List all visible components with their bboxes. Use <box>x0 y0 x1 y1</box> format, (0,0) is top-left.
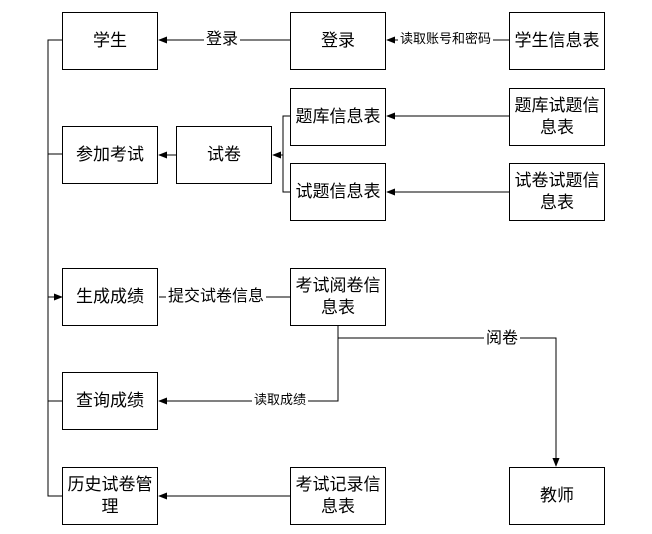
node-paper-question-info: 试卷试题信息表 <box>509 163 605 221</box>
node-login: 登录 <box>290 12 386 70</box>
edge-label-review: 阅卷 <box>484 328 521 347</box>
node-exam-review-info: 考试阅卷信息表 <box>290 268 386 326</box>
edge-label-read-account: 读取账号和密码 <box>398 31 494 49</box>
node-bank-question-info: 题库试题信息表 <box>509 88 605 146</box>
node-join-exam: 参加考试 <box>62 126 158 184</box>
bracket-to-paper <box>273 115 290 193</box>
node-exam-bank-info: 题库信息表 <box>290 88 386 146</box>
node-exam-record-info: 考试记录信息表 <box>290 467 386 525</box>
edge-label-login: 登录 <box>204 29 241 48</box>
edge-review <box>337 325 560 467</box>
edge-label-read-score: 读取成绩 <box>252 392 309 410</box>
node-student: 学生 <box>62 12 158 70</box>
node-student-info: 学生信息表 <box>509 12 605 70</box>
node-teacher: 教师 <box>509 467 605 525</box>
node-history-paper: 历史试卷管理 <box>62 467 158 525</box>
node-query-score: 查询成绩 <box>62 372 158 430</box>
node-question-info: 试题信息表 <box>290 163 386 221</box>
node-paper: 试卷 <box>176 126 272 184</box>
node-gen-score: 生成成绩 <box>62 268 158 326</box>
trunk-line <box>47 39 62 497</box>
edge-label-submit: 提交试卷信息 <box>166 286 267 305</box>
edge-read-score <box>158 338 339 405</box>
